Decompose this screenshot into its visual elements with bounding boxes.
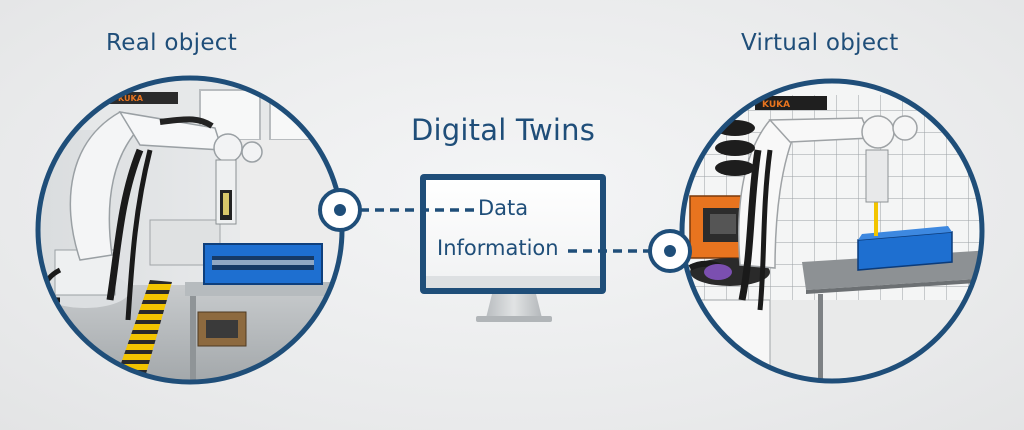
virtual-kuka-logo: KUKA — [762, 100, 790, 110]
virtual-object-render: KUKA — [670, 70, 1000, 390]
monitor-information-text: Information — [437, 236, 559, 260]
monitor-data-text: Data — [478, 196, 528, 220]
real-object-photo: KUKA — [30, 70, 360, 395]
